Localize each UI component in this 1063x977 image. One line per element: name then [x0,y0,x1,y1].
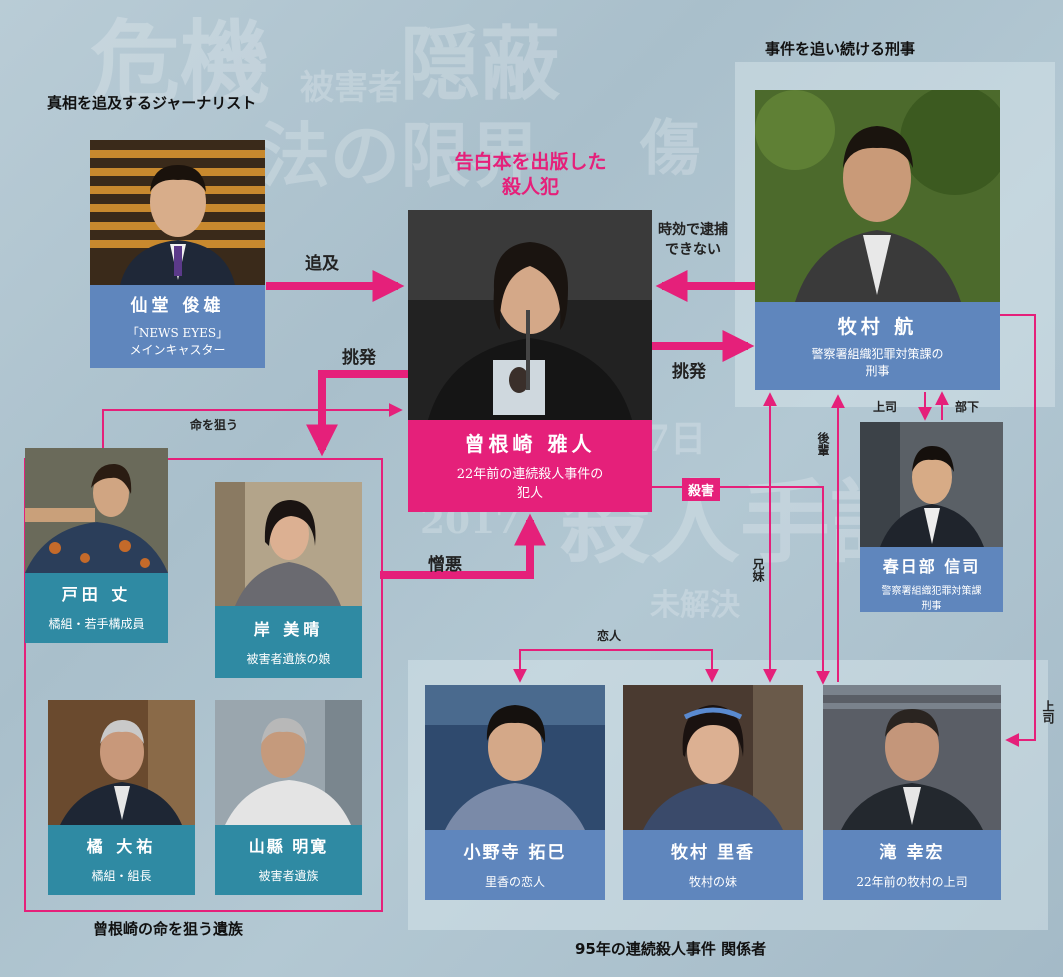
group-label-bereaved: 曾根崎の命を狙う遺族 [93,920,244,938]
nameplate-onodera: 小野寺 拓巳 里香の恋人 [425,830,605,900]
name-onodera: 小野寺 拓巳 [463,843,567,863]
photo-sonezaki [408,210,652,420]
photo-kishi [215,482,362,606]
name-makimura-wataru: 牧村 航 [837,316,918,338]
relation-jikou: 時効で逮捕 できない [658,222,728,258]
nameplate-yamagata: 山縣 明寛 被害者遺族 [215,825,362,895]
nameplate-toda: 戸田 丈 橘組・若手構成員 [25,573,168,643]
card-makimura-rika[interactable]: 牧村 里香 牧村の妹 [623,685,803,900]
nameplate-sonezaki: 曾根崎 雅人 22年前の連続殺人事件の 犯人 [408,420,652,512]
name-toda: 戸田 丈 [61,585,132,604]
photo-toda [25,448,168,573]
relation-joshi-vertical: 上司 [1041,700,1055,724]
photo-kasukabe [860,422,1003,547]
relation-buka: 部下 [955,400,980,414]
relation-chohatsu-left: 挑発 [342,348,376,368]
role-toda-1: 橘組・若手構成員 [48,617,145,631]
card-kasukabe[interactable]: 春日部 信司 警察署組織犯罪対策課 刑事 [860,422,1003,612]
relation-kohai: 後輩 [816,432,830,456]
relation-kyoudai: 兄妹 [751,558,765,582]
name-yamagata: 山縣 明寛 [248,837,329,856]
relation-joshi: 上司 [873,400,898,414]
role-yamagata-1: 被害者遺族 [258,869,319,883]
name-makimura-rika: 牧村 里香 [671,843,755,863]
card-tachibana[interactable]: 橘 大祐 橘組・組長 [48,700,195,895]
photo-onodera [425,685,605,830]
center-heading-line2: 殺人犯 [501,176,559,198]
card-sendo[interactable]: 仙堂 俊雄 「NEWS EYES」 メインキャスター [90,140,265,368]
role-kasukabe-1: 警察署組織犯罪対策課 [881,586,982,597]
photo-taki [823,685,1001,830]
relation-koibito: 恋人 [597,629,622,643]
name-sonezaki: 曾根崎 雅人 [464,432,596,456]
role-sendo-1: 「NEWS EYES」 [126,326,229,340]
nameplate-kishi: 岸 美晴 被害者遺族の娘 [215,606,362,678]
nameplate-kasukabe: 春日部 信司 警察署組織犯罪対策課 刑事 [860,547,1003,612]
photo-yamagata [215,700,362,825]
card-onodera[interactable]: 小野寺 拓巳 里香の恋人 [425,685,605,900]
nameplate-makimura-wataru: 牧村 航 警察署組織犯罪対策課の 刑事 [755,302,1000,390]
relation-satsugai: 殺害 [682,478,721,501]
relation-chohatsu-right: 挑発 [672,362,706,382]
name-kishi: 岸 美晴 [253,620,324,639]
group-label-detective: 事件を追い続ける刑事 [765,40,916,58]
nameplate-taki: 滝 幸宏 22年前の牧村の上司 [823,830,1001,900]
nameplate-sendo: 仙堂 俊雄 「NEWS EYES」 メインキャスター [90,285,265,368]
role-makimura-rika-1: 牧村の妹 [688,875,737,889]
name-taki: 滝 幸宏 [879,843,945,863]
center-heading-line1: 告白本を出版した [454,151,607,173]
photo-makimura-rika [623,685,803,830]
group-label-case95: 95年の連続殺人事件 関係者 [575,940,767,958]
card-yamagata[interactable]: 山縣 明寛 被害者遺族 [215,700,362,895]
group-label-journalist: 真相を追及するジャーナリスト [47,94,257,112]
role-onodera-1: 里香の恋人 [484,875,545,889]
role-makimura-wataru-2: 刑事 [865,364,890,378]
role-kishi-1: 被害者遺族の娘 [246,652,331,666]
role-makimura-wataru-1: 警察署組織犯罪対策課の [811,347,944,361]
card-toda[interactable]: 戸田 丈 橘組・若手構成員 [25,448,168,643]
photo-makimura-wataru [755,90,1000,302]
role-tachibana-1: 橘組・組長 [91,869,152,883]
photo-tachibana [48,700,195,825]
nameplate-tachibana: 橘 大祐 橘組・組長 [48,825,195,895]
role-kasukabe-2: 刑事 [921,601,942,612]
name-sendo: 仙堂 俊雄 [130,296,225,316]
card-kishi[interactable]: 岸 美晴 被害者遺族の娘 [215,482,362,678]
card-sonezaki[interactable]: 曾根崎 雅人 22年前の連続殺人事件の 犯人 [408,210,652,512]
role-sendo-2: メインキャスター [129,343,226,357]
role-sonezaki-2: 犯人 [516,486,543,501]
relation-zoo: 憎悪 [428,555,462,575]
center-heading: 告白本を出版した 殺人犯 [408,150,653,200]
relation-inochi: 命を狙う [190,418,239,432]
role-sonezaki-1: 22年前の連続殺人事件の [456,467,604,482]
relation-tsuikyu: 追及 [305,254,339,274]
card-taki[interactable]: 滝 幸宏 22年前の牧村の上司 [823,685,1001,900]
photo-sendo [90,140,265,285]
name-kasukabe: 春日部 信司 [882,557,981,576]
card-makimura-wataru[interactable]: 牧村 航 警察署組織犯罪対策課の 刑事 [755,90,1000,390]
nameplate-makimura-rika: 牧村 里香 牧村の妹 [623,830,803,900]
name-tachibana: 橘 大祐 [86,837,157,856]
role-taki-1: 22年前の牧村の上司 [856,875,968,889]
